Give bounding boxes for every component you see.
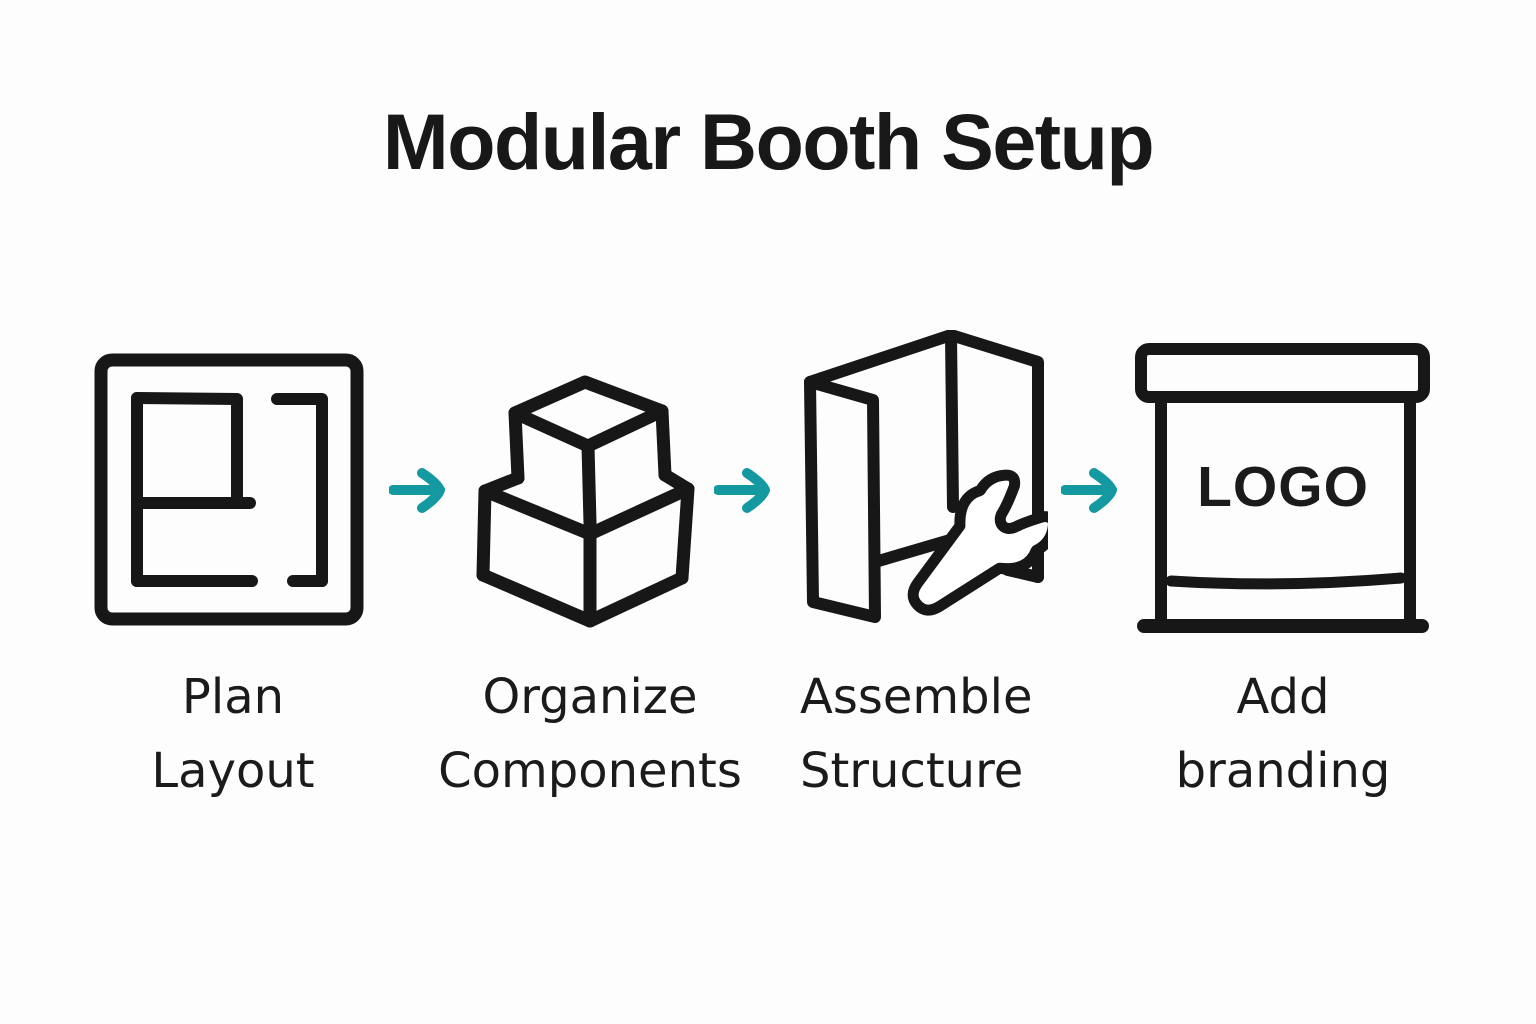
step-label-line: branding	[1175, 743, 1391, 799]
wrench-icon	[907, 469, 1048, 616]
step-label-add-branding: Add branding	[1176, 660, 1391, 808]
step-label-assemble-structure: Assemble Structure	[800, 660, 1032, 808]
right-arrow-icon	[389, 468, 445, 513]
step-label-line: Assemble	[800, 669, 1033, 725]
booth-base	[1137, 619, 1429, 633]
step-label-organize-components: Organize Components	[438, 660, 742, 808]
right-arrow-icon	[1061, 468, 1117, 513]
step-label-line: Components	[438, 743, 742, 799]
step-label-line: Organize	[482, 669, 698, 725]
floor-plan-icon	[94, 353, 364, 626]
step-label-line: Plan	[181, 669, 285, 725]
right-arrow-icon	[714, 468, 770, 513]
step-label-line: Layout	[151, 743, 315, 799]
step-label-line: Add	[1236, 669, 1330, 725]
step-label-plan-layout: Plan Layout	[151, 660, 314, 808]
booth-walls-wrench-icon	[804, 330, 1048, 623]
booth-logo-text: LOGO	[1197, 455, 1369, 519]
stacked-boxes-icon	[476, 375, 695, 628]
page-title: Modular Booth Setup	[382, 97, 1155, 186]
step-label-line: Structure	[800, 743, 1024, 799]
branded-booth-icon: LOGO	[1135, 343, 1430, 633]
